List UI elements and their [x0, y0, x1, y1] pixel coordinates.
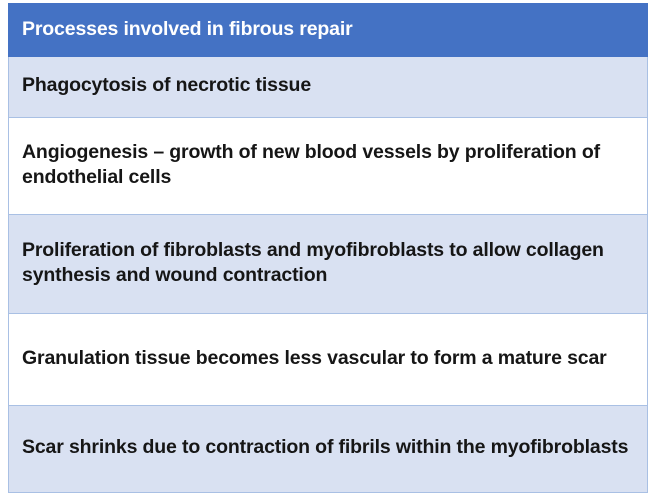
process-text-1: Phagocytosis of necrotic tissue [22, 74, 312, 97]
process-text-3: Proliferation of fibroblasts and myofibr… [22, 238, 604, 286]
slide-canvas: Processes involved in fibrous repair Pha… [8, 3, 648, 493]
table-cell-process-5: Scar shrinks due to contraction of fibri… [8, 405, 648, 493]
table-row: Scar shrinks due to contraction of fibri… [8, 405, 648, 493]
table-cell-process-2: Angiogenesis – growth of new blood vesse… [8, 117, 648, 215]
processes-table: Processes involved in fibrous repair Pha… [8, 3, 648, 493]
process-text-5: Scar shrinks due to contraction of fibri… [22, 436, 629, 459]
table-row: Angiogenesis – growth of new blood vesse… [8, 117, 648, 215]
table-row: Granulation tissue becomes less vascular… [8, 313, 648, 406]
table-cell-process-1: Phagocytosis of necrotic tissue [8, 56, 648, 118]
table-cell-process-4: Granulation tissue becomes less vascular… [8, 313, 648, 406]
table-header-row: Processes involved in fibrous repair [8, 3, 648, 57]
table-body: Processes involved in fibrous repair Pha… [8, 3, 648, 493]
table-header-cell: Processes involved in fibrous repair [8, 3, 648, 57]
process-text-2: Angiogenesis – growth of new blood vesse… [22, 140, 600, 188]
table-cell-process-3: Proliferation of fibroblasts and myofibr… [8, 214, 648, 314]
table-title: Processes involved in fibrous repair [22, 17, 353, 40]
process-text-4: Granulation tissue becomes less vascular… [22, 346, 607, 369]
table-row: Proliferation of fibroblasts and myofibr… [8, 214, 648, 314]
table-row: Phagocytosis of necrotic tissue [8, 56, 648, 118]
